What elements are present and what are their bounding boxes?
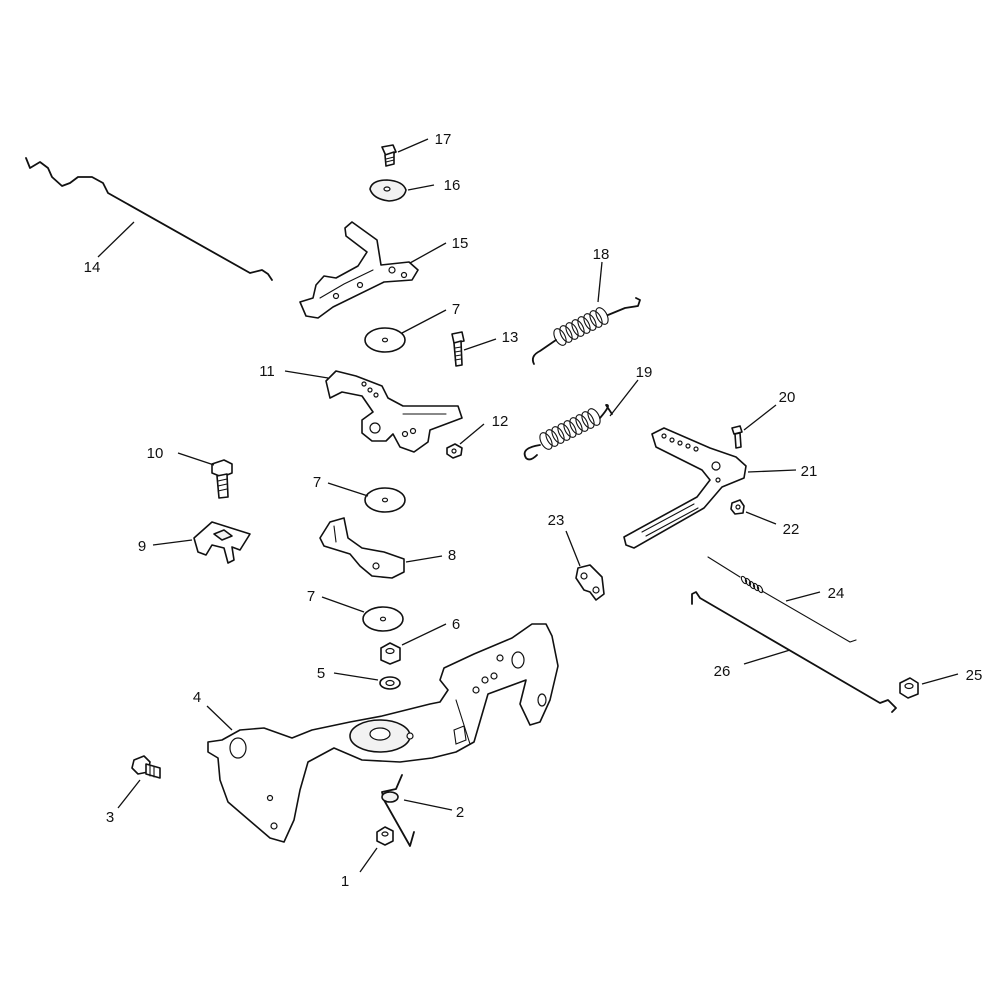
screw-20 (731, 425, 743, 449)
callout-25: 25 (966, 667, 983, 684)
callout-17: 17 (435, 131, 452, 148)
flange-nut-6 (380, 642, 401, 665)
bracket-lever-15 (299, 221, 419, 319)
leader-7b (327, 482, 369, 497)
callout-14: 14 (84, 259, 101, 276)
bolt-3 (131, 755, 161, 779)
leader-14 (97, 221, 135, 258)
callout-8: 8 (448, 547, 456, 564)
leader-10 (177, 452, 215, 466)
leader-12 (459, 423, 485, 445)
leader-2 (403, 799, 453, 811)
washer-7c (362, 606, 404, 632)
leader-18 (597, 261, 603, 303)
plug-25 (899, 677, 919, 699)
leader-22 (745, 511, 777, 525)
callout-7a: 7 (452, 301, 460, 318)
callout-15: 15 (452, 235, 469, 252)
leader-25 (921, 673, 959, 685)
callout-20: 20 (779, 389, 796, 406)
cable-rod-24 (707, 556, 857, 643)
leader-4 (206, 705, 233, 731)
bolt-13 (451, 331, 465, 367)
nut-12 (446, 443, 463, 459)
callout-labels: 1 2 3 4 5 6 7 7 7 8 9 10 11 12 13 14 15 … (84, 131, 983, 890)
leader-3 (117, 779, 141, 809)
callout-16: 16 (444, 177, 461, 194)
callout-21: 21 (801, 463, 818, 480)
callout-13: 13 (502, 329, 519, 346)
clip-nut-9 (193, 521, 251, 564)
callout-7b: 7 (313, 474, 321, 491)
leader-6 (401, 623, 447, 646)
callout-18: 18 (593, 246, 610, 263)
leader-7c (321, 596, 365, 613)
spring-clip-2 (381, 774, 415, 847)
clamp-23 (575, 564, 605, 601)
callout-24: 24 (828, 585, 845, 602)
nut-22 (730, 499, 745, 515)
leader-lines (97, 138, 959, 873)
callout-6: 6 (452, 616, 460, 633)
callout-10: 10 (147, 445, 164, 462)
callout-26: 26 (714, 663, 731, 680)
spring-19 (523, 404, 613, 461)
leader-16 (407, 184, 435, 191)
control-bracket-4 (207, 623, 559, 843)
leader-26 (743, 649, 791, 665)
governor-lever-11 (325, 370, 463, 453)
flange-bolt-10 (211, 459, 233, 499)
callout-3: 3 (106, 809, 114, 826)
cam-washer-16 (369, 179, 407, 202)
callout-12: 12 (492, 413, 509, 430)
leader-1 (359, 847, 378, 873)
callout-7c: 7 (307, 588, 315, 605)
washer-7a (364, 327, 406, 353)
washer-5 (379, 676, 401, 690)
callout-2: 2 (456, 804, 464, 821)
bolt-17 (381, 144, 397, 167)
callout-9: 9 (138, 538, 146, 555)
leader-20 (743, 404, 777, 431)
washer-7b (364, 487, 406, 513)
leader-24 (785, 591, 821, 602)
leader-17 (397, 138, 429, 153)
spring-18 (531, 297, 641, 365)
leader-19 (609, 379, 639, 417)
callout-19: 19 (636, 364, 653, 381)
leader-13 (463, 338, 497, 351)
leader-15 (409, 242, 447, 264)
leader-21 (747, 469, 797, 473)
leader-7a (401, 309, 447, 334)
callout-22: 22 (783, 521, 800, 538)
nut-1 (376, 826, 394, 846)
callout-23: 23 (548, 512, 565, 529)
stop-plate-8 (319, 517, 405, 579)
leader-9 (152, 539, 193, 546)
control-rod-14 (25, 157, 273, 281)
callout-5: 5 (317, 665, 325, 682)
leader-5 (333, 672, 379, 681)
callout-4: 4 (193, 689, 201, 706)
leader-11 (284, 370, 329, 379)
leader-8 (405, 555, 443, 563)
throttle-lever-21 (623, 427, 747, 549)
callout-1: 1 (341, 873, 349, 890)
callout-11: 11 (259, 363, 275, 380)
leader-23 (565, 530, 581, 567)
